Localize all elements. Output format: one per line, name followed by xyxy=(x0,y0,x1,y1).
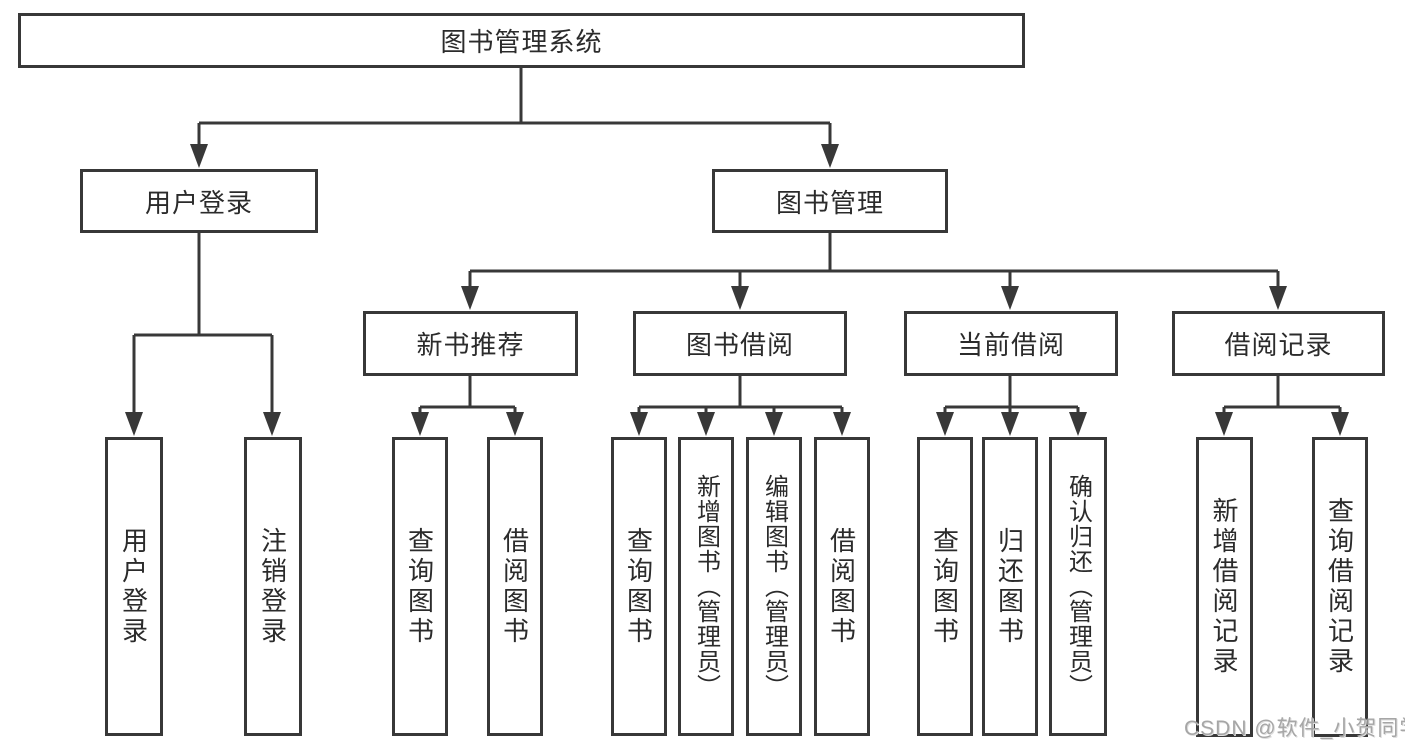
node-user-login: 用户登录 xyxy=(80,169,318,233)
leaf-logout: 注销登录 xyxy=(244,437,302,736)
leaf-records-add-borrow-record: 新增借阅记录 xyxy=(1196,437,1253,737)
leaf-user-login: 用户登录 xyxy=(105,437,163,736)
leaf-current-return-books: 归还图书 xyxy=(982,437,1038,736)
arrowheads xyxy=(125,144,1349,436)
csdn-watermark: CSDN @软件_小贺同学 xyxy=(1184,717,1405,740)
node-library-management-system: 图书管理系统 xyxy=(18,13,1025,68)
leaf-borrow-edit-books-admin: 编辑图书（管理员） xyxy=(746,437,802,736)
leaf-current-confirm-return-admin: 确认归还（管理员） xyxy=(1049,437,1107,736)
node-book-borrowing: 图书借阅 xyxy=(633,311,847,376)
leaf-borrow-query-books: 查询图书 xyxy=(611,437,667,736)
connector-wires xyxy=(132,68,1342,418)
leaf-borrow-borrow-books: 借阅图书 xyxy=(814,437,870,736)
node-borrowing-records: 借阅记录 xyxy=(1172,311,1385,376)
leaf-records-query-borrow-record: 查询借阅记录 xyxy=(1312,437,1368,737)
node-new-book-recommendation: 新书推荐 xyxy=(363,311,578,376)
leaf-current-query-books: 查询图书 xyxy=(917,437,973,736)
leaf-borrow-add-books-admin: 新增图书（管理员） xyxy=(678,437,734,736)
node-current-borrowing: 当前借阅 xyxy=(904,311,1118,376)
leaf-newbook-query-books: 查询图书 xyxy=(392,437,448,736)
node-book-management: 图书管理 xyxy=(712,169,948,233)
leaf-newbook-borrow-books: 借阅图书 xyxy=(487,437,543,736)
